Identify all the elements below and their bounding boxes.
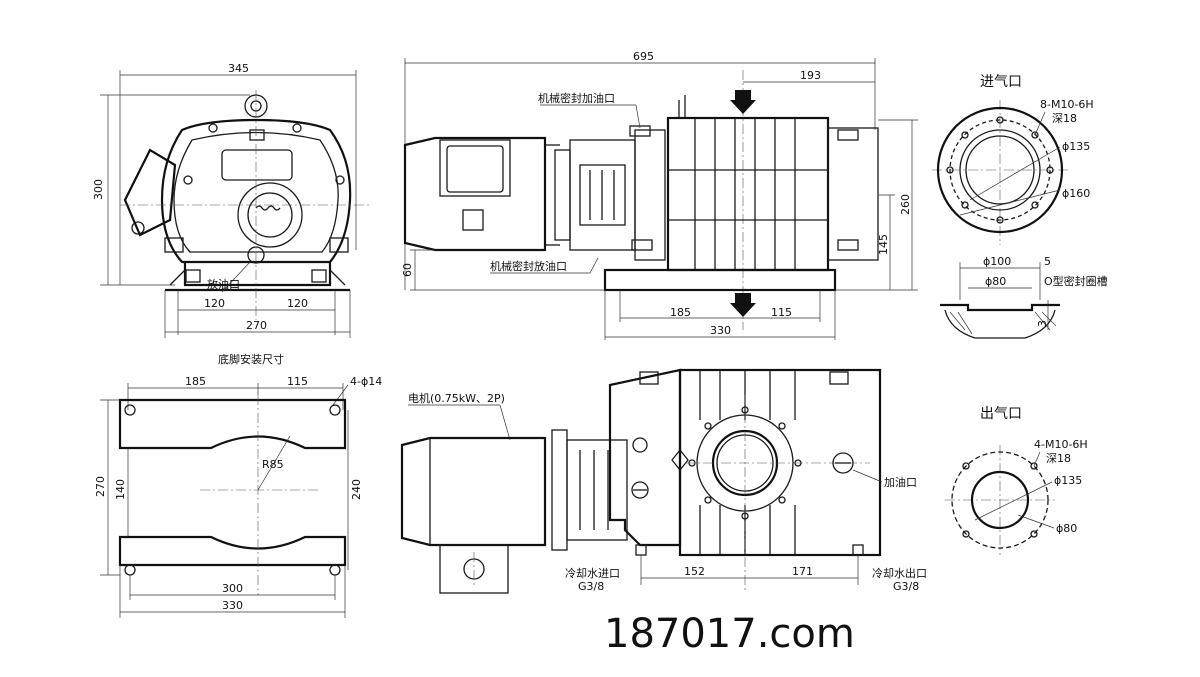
foot-dim-right: 115 — [287, 375, 308, 388]
side-dim-height: 260 — [899, 194, 912, 215]
groove-d2: ϕ80 — [985, 275, 1006, 288]
side-dim-center-height: 145 — [877, 234, 890, 255]
groove-w: 5 — [1044, 255, 1051, 268]
side-dim-foot-total: 330 — [710, 324, 731, 337]
front-dim-foot-left: 120 — [204, 297, 225, 310]
coolant-out-label: 冷却水出口 — [872, 566, 927, 580]
groove-d1: ϕ100 — [983, 255, 1011, 268]
front-dim-foot-right: 120 — [287, 297, 308, 310]
groove-depth: 3 — [1036, 320, 1049, 327]
inlet-bolts: 8-M10-6H — [1040, 98, 1094, 111]
foot-dim-left: 185 — [185, 375, 206, 388]
foot-dim-inner: 140 — [114, 479, 127, 500]
side-dim-base: 60 — [401, 263, 414, 277]
drain-label: 放油口 — [207, 277, 240, 291]
front-dim-foot-total: 270 — [246, 319, 267, 332]
side-dim-total: 695 — [633, 50, 654, 63]
side-dim-foot-right: 115 — [771, 306, 792, 319]
foot-mounting: 底脚安装尺寸 185 115 4-ϕ14 R85 270 140 240 300 — [94, 352, 382, 618]
seal-fill-label: 机械密封加油口 — [538, 91, 615, 105]
inlet-depth: 深18 — [1052, 112, 1077, 125]
top-dim-right: 171 — [792, 565, 813, 578]
inlet-d1: ϕ135 — [1062, 140, 1090, 153]
front-view: 345 300 — [92, 62, 370, 338]
front-dim-height: 300 — [92, 179, 105, 200]
inlet-d2: ϕ160 — [1062, 187, 1090, 200]
outlet-d2: ϕ80 — [1056, 522, 1077, 535]
coolant-in-label: 冷却水进口 — [565, 567, 620, 580]
top-dim-left: 152 — [684, 565, 705, 578]
side-dim-inlet-offset: 193 — [800, 69, 821, 82]
outlet-d1: ϕ135 — [1054, 474, 1082, 487]
foot-holes: 4-ϕ14 — [350, 375, 382, 388]
side-dim-foot-left: 185 — [670, 306, 691, 319]
groove-label: O型密封圈槽 — [1044, 274, 1108, 288]
outlet-bolts: 4-M10-6H — [1034, 438, 1088, 451]
coolant-in-size: G3/8 — [578, 580, 604, 593]
side-view: 695 193 — [401, 50, 918, 340]
oil-fill-label: 加油口 — [884, 475, 917, 489]
outlet-detail: 出气口 4-M10-6H 深18 ϕ135 ϕ80 — [945, 406, 1088, 555]
foot-radius: R85 — [262, 458, 284, 471]
foot-dim-height: 270 — [94, 476, 107, 497]
foot-title: 底脚安装尺寸 — [218, 352, 284, 366]
seal-drain-label: 机械密封放油口 — [490, 259, 567, 273]
inlet-detail: 进气口 8-M10-6H 深18 ϕ135 ϕ160 ϕ100 5 ϕ80 O型… — [932, 74, 1108, 339]
outlet-title: 出气口 — [980, 406, 1022, 422]
inlet-title: 进气口 — [980, 74, 1022, 90]
foot-dim-w1: 300 — [222, 582, 243, 595]
top-view: 电机(0.75kW、2P) — [400, 368, 927, 594]
outlet-depth: 深18 — [1046, 452, 1071, 465]
motor-label: 电机(0.75kW、2P) — [408, 391, 505, 405]
foot-dim-span: 240 — [350, 479, 363, 500]
watermark-text: 187017.com — [604, 611, 855, 657]
coolant-out-size: G3/8 — [893, 580, 919, 593]
foot-dim-w2: 330 — [222, 599, 243, 612]
front-dim-width: 345 — [228, 62, 249, 75]
